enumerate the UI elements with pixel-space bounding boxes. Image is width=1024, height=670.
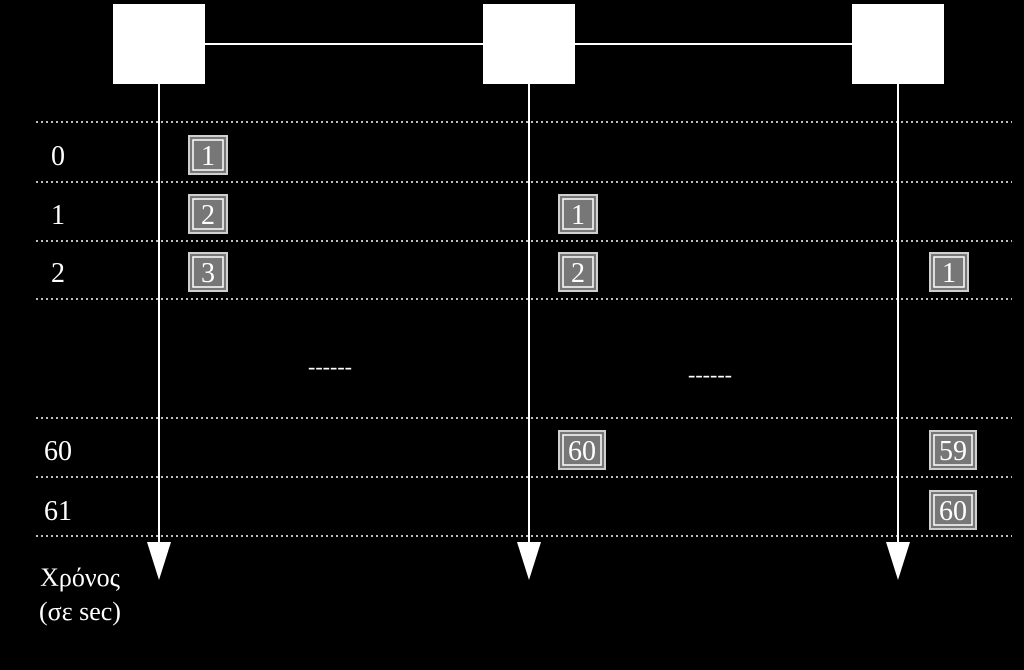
time-axes	[147, 84, 910, 580]
ellipsis-left: ------	[308, 354, 352, 379]
packet: 1	[558, 194, 598, 234]
packet: 1	[929, 252, 969, 292]
packet: 60	[929, 490, 977, 530]
time-row-label: 60	[44, 436, 72, 467]
arrow-down-icon	[517, 542, 541, 580]
packet: 1	[188, 135, 228, 175]
time-row-labels: 0 1 2 60 61	[44, 141, 72, 527]
packet-label: 60	[568, 436, 596, 467]
arrow-down-icon	[147, 542, 171, 580]
packet-box	[929, 490, 977, 530]
arrow-down-icon	[886, 542, 910, 580]
packet-box	[558, 194, 598, 234]
node-boxes	[113, 4, 944, 84]
time-row-label: 1	[51, 200, 65, 231]
packet-box	[558, 252, 598, 292]
node-box-0	[113, 4, 205, 84]
packet-label: 3	[201, 258, 215, 289]
packet-label: 2	[571, 258, 585, 289]
packet-inner-border	[562, 256, 594, 288]
packet-inner-border	[192, 198, 224, 230]
packet-box	[558, 430, 606, 470]
packet-label: 1	[942, 258, 956, 289]
packet-box	[929, 252, 969, 292]
packet-label: 1	[201, 141, 215, 172]
row-separators	[36, 121, 1012, 537]
packet-label: 60	[939, 496, 967, 527]
packet-box	[929, 430, 977, 470]
packets: 1 2 3 1 2 60 1 59 60	[188, 135, 977, 530]
time-row-label: 61	[44, 496, 72, 527]
packet: 2	[558, 252, 598, 292]
packet-label: 1	[571, 200, 585, 231]
time-row-label: 0	[51, 141, 65, 172]
ellipsis-right: ------	[688, 362, 732, 387]
packet-inner-border	[562, 434, 602, 466]
packet-inner-border	[933, 256, 965, 288]
time-row-label: 2	[51, 258, 65, 289]
packet-box	[188, 194, 228, 234]
packet-inner-border	[192, 256, 224, 288]
packet: 60	[558, 430, 606, 470]
time-axis-unit: (σε sec)	[39, 597, 121, 626]
packet-label: 59	[939, 436, 967, 467]
packet-box	[188, 135, 228, 175]
packet: 3	[188, 252, 228, 292]
packet: 2	[188, 194, 228, 234]
node-box-2	[852, 4, 944, 84]
packet-box	[188, 252, 228, 292]
packet: 59	[929, 430, 977, 470]
packet-inner-border	[562, 198, 594, 230]
packet-inner-border	[933, 494, 973, 526]
time-axis-label: Χρόνος	[40, 563, 121, 592]
packet-label: 2	[201, 200, 215, 231]
packet-inner-border	[192, 139, 224, 171]
node-box-1	[483, 4, 575, 84]
packet-inner-border	[933, 434, 973, 466]
